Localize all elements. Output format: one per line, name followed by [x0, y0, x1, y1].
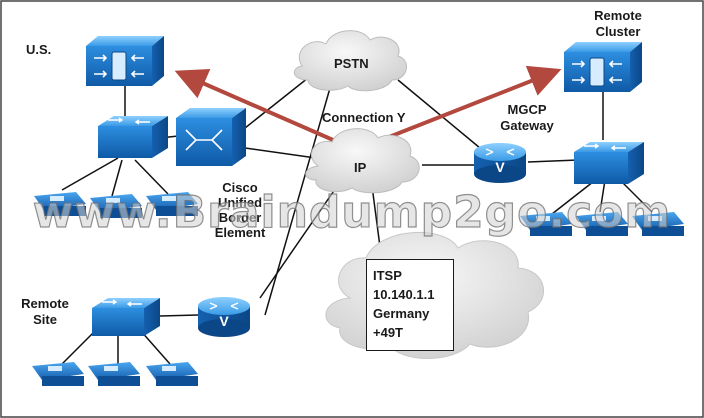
cube-label-line: Unified	[217, 195, 263, 210]
remote-cluster-ip-phones	[520, 212, 684, 236]
network-links	[61, 69, 653, 365]
ip-cloud	[305, 128, 420, 194]
svg-text:V: V	[495, 159, 505, 175]
ip-phone-icon	[32, 362, 84, 386]
ip-phone-icon	[632, 212, 684, 236]
pstn-cloud	[293, 30, 407, 92]
ip-phone-icon	[520, 212, 572, 236]
ip-phone-icon	[88, 362, 140, 386]
us-switch	[98, 116, 168, 158]
us-call-manager-server	[86, 36, 164, 86]
mgcp-gateway-router: V	[474, 143, 526, 183]
ip-phone-icon	[576, 212, 628, 236]
ip-label: IP	[354, 160, 367, 175]
remote-site-router: V	[198, 297, 250, 337]
cube-label-line: Cisco	[222, 180, 258, 195]
mgcp-gateway-label-line: MGCP	[507, 102, 547, 117]
us-label: U.S.	[26, 42, 52, 57]
mgcp-gateway-label-line: Gateway	[500, 118, 554, 133]
remote-cluster-label-line: Remote	[594, 8, 642, 23]
remote-site-label-line: Site	[33, 312, 57, 327]
itsp-line: 10.140.1.1	[373, 287, 435, 302]
remote-site-ip-phones	[32, 362, 198, 386]
cube-border-element	[176, 108, 246, 166]
ip-phone-icon	[90, 194, 142, 218]
remote-cluster-switch	[574, 142, 644, 184]
itsp-line: +49T	[373, 325, 403, 340]
remote-cluster-call-manager-server	[564, 42, 642, 92]
itsp-line: Germany	[373, 306, 430, 321]
itsp-info-box: ITSP 10.140.1.1 Germany +49T	[366, 259, 454, 351]
svg-text:V: V	[219, 313, 229, 329]
remote-cluster-label-line: Cluster	[595, 24, 641, 39]
connection-y-label: Connection Y	[322, 110, 406, 125]
us-ip-phones	[34, 192, 198, 218]
itsp-line: ITSP	[373, 268, 402, 283]
remote-site-switch	[92, 298, 160, 336]
cube-label-line: Border	[218, 210, 262, 225]
ip-phone-icon	[34, 192, 86, 216]
cube-label-line: Element	[214, 225, 266, 240]
watermark-text: www.Braindump2go.com	[32, 186, 672, 238]
remote-site-label: Remote Site	[14, 296, 76, 328]
ip-phone-icon	[146, 362, 198, 386]
pstn-label: PSTN	[334, 56, 369, 71]
cube-label: Cisco Unified Border Element	[204, 180, 276, 240]
ip-phone-icon	[146, 192, 198, 216]
mgcp-gateway-label: MGCP Gateway	[490, 102, 564, 134]
remote-cluster-label: Remote Cluster	[578, 8, 658, 40]
remote-site-label-line: Remote	[21, 296, 69, 311]
